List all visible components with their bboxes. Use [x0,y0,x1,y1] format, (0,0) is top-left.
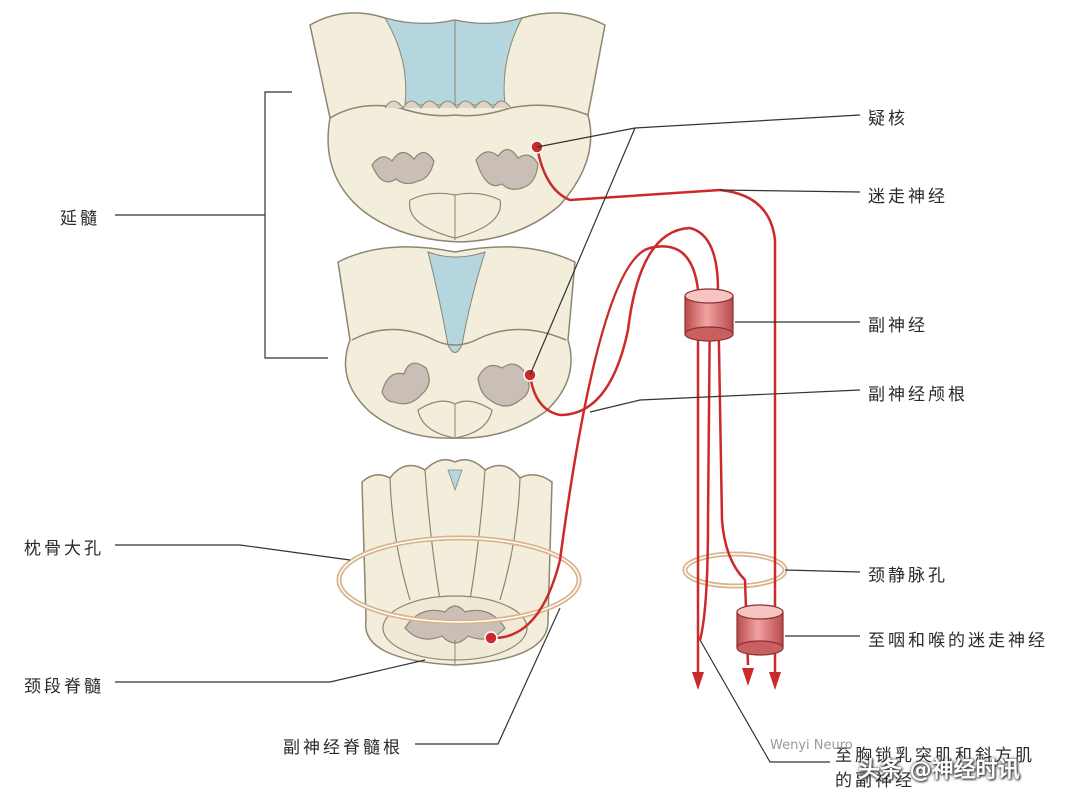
label-vagus-nerve: 迷走神经 [868,187,948,207]
vagus-inferior-ganglion [736,604,784,656]
upper-medulla-section [309,12,606,243]
label-medulla: 延髓 [60,209,100,229]
arrow-vagus [769,672,781,690]
accessory-nerve-ganglion [684,288,734,342]
medulla-bracket [264,91,328,359]
label-foramen-magnum: 枕骨大孔 [24,539,104,559]
label-accessory-cranial-root: 副神经颅根 [868,385,968,405]
label-to-muscles-line2: 的副神经 [835,771,915,791]
vagus-nerve-path [535,146,777,680]
spinal-nucleus-dot [484,631,498,645]
label-nucleus-ambiguus: 疑核 [868,109,908,129]
cranial-root-path [528,226,750,666]
label-jugular-foramen: 颈静脉孔 [868,566,948,586]
lower-medulla-section [337,246,576,439]
label-cervical-spinal-cord: 颈段脊髓 [24,677,104,697]
label-accessory-nerve: 副神经 [868,316,928,336]
toutiao-watermark: 头条 @神经时讯 [858,758,1020,783]
arrow-cranial-root [742,668,754,686]
accessory-to-muscles-path [698,299,712,641]
wechat-watermark: Wenyi Neuro [770,738,853,753]
nerve-pathways [490,146,777,680]
spinal-root-path [490,245,700,680]
label-to-muscles-line1: 至胸锁乳突肌和斜方肌 [835,746,1035,766]
arrowheads [692,668,781,690]
label-accessory-spinal-root: 副神经脊髓根 [283,738,403,758]
cervical-spinal-cord-section [361,459,553,666]
label-vagus-to-pharynx-larynx: 至咽和喉的迷走神经 [868,631,1048,651]
arrow-spinal-root [692,672,704,690]
leader-lines [115,91,861,763]
